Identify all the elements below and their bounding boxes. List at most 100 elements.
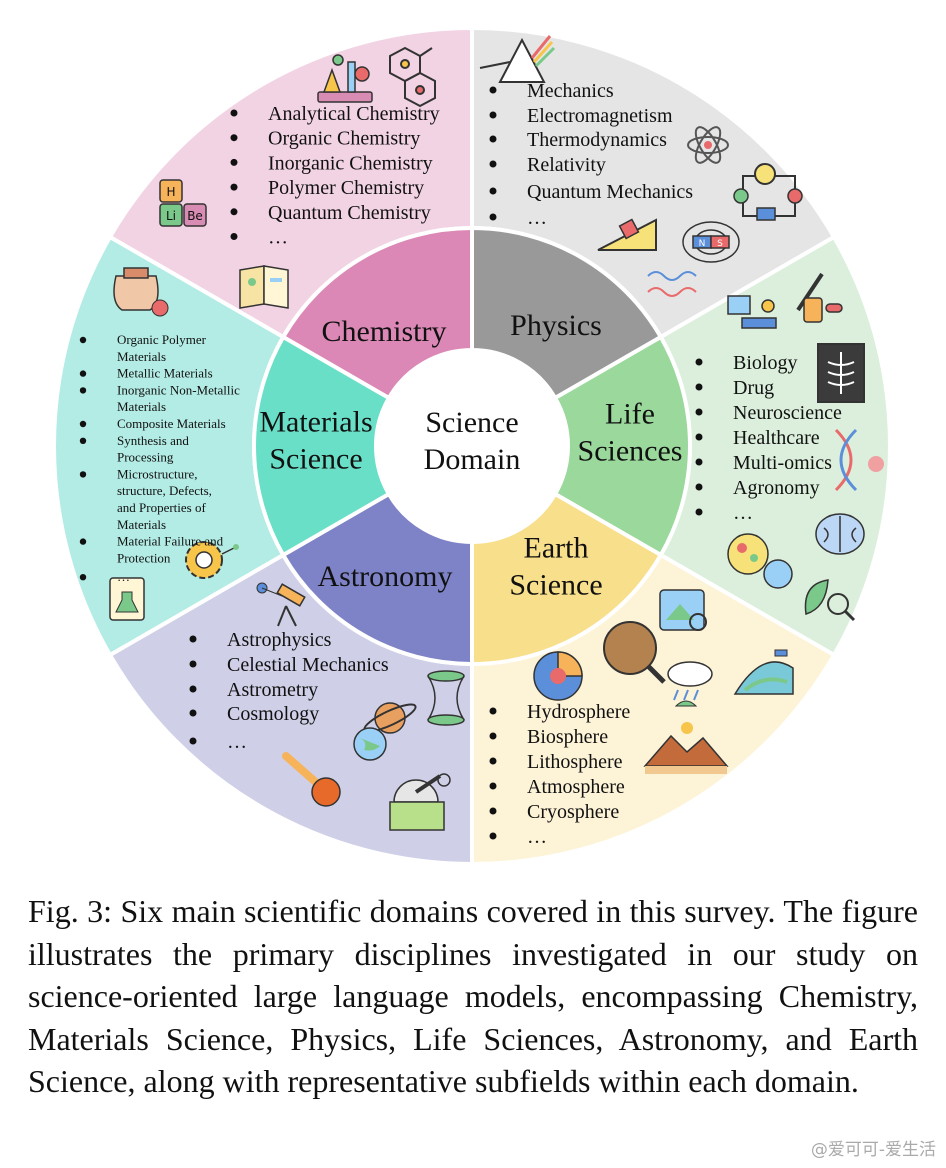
physics-item: Electromagnetism bbox=[527, 105, 673, 127]
life-sciences-label: Sciences bbox=[578, 435, 683, 468]
life-sciences-item: Drug bbox=[733, 377, 774, 399]
tile-h: H bbox=[166, 185, 175, 199]
chemistry-item: Quantum Chemistry bbox=[268, 202, 431, 224]
physics-bullet bbox=[489, 86, 497, 94]
earth-science-item: Biosphere bbox=[527, 726, 608, 748]
center-label-line1: Science bbox=[425, 406, 518, 439]
lab-equipment-icon bbox=[317, 54, 373, 103]
weather-cloud-icon bbox=[667, 661, 713, 707]
earth-science-item: Hydrosphere bbox=[527, 701, 630, 723]
chemistry-item: Polymer Chemistry bbox=[268, 177, 424, 199]
center-disc bbox=[376, 350, 568, 542]
wormhole-icon bbox=[427, 670, 465, 726]
life-sciences-item: Neuroscience bbox=[733, 402, 842, 424]
earth-science-item: Atmosphere bbox=[527, 776, 625, 798]
soil-magnifier-icon bbox=[603, 621, 666, 684]
prism-icon bbox=[479, 35, 556, 83]
materials-science-item: … bbox=[117, 569, 130, 584]
chemistry-bullet bbox=[230, 183, 238, 191]
physics-bullet bbox=[489, 187, 497, 195]
astronomy-item: Astrometry bbox=[227, 679, 318, 701]
materials-science-bullet bbox=[79, 420, 87, 428]
magnet-pole-n: N bbox=[699, 239, 706, 249]
chemistry-item: Inorganic Chemistry bbox=[268, 152, 433, 174]
earth-science-item: … bbox=[527, 826, 547, 848]
document-flask-icon bbox=[109, 577, 145, 621]
chemistry-bullet bbox=[230, 158, 238, 166]
physics-item: … bbox=[527, 207, 547, 229]
life-sciences-item: Biology bbox=[733, 352, 797, 374]
materials-science-bullet bbox=[79, 370, 87, 377]
earth-science-bullet bbox=[489, 782, 497, 790]
astronomy-item: … bbox=[227, 731, 247, 753]
chemistry-bullet bbox=[230, 109, 238, 117]
astronomy-bullet bbox=[189, 685, 197, 693]
science-domain-diagram: H Li Be bbox=[53, 28, 891, 864]
chemistry-item: … bbox=[268, 227, 288, 249]
chemistry-bullet bbox=[230, 134, 238, 142]
planet-icon bbox=[353, 727, 387, 761]
astronomy-item: Cosmology bbox=[227, 703, 319, 725]
life-sciences-item: … bbox=[733, 502, 753, 524]
life-sciences-item: Agronomy bbox=[733, 477, 820, 499]
physics-bullet bbox=[489, 135, 497, 143]
telescope-constellation-icon bbox=[256, 582, 306, 627]
physics-bullet bbox=[489, 160, 497, 168]
comet-icon bbox=[282, 752, 341, 807]
physics-item: Mechanics bbox=[527, 80, 614, 102]
watermark: @爱可可-爱生活 bbox=[810, 1140, 936, 1160]
wave-icon bbox=[647, 271, 697, 297]
astronomy-bullet bbox=[189, 660, 197, 668]
material-sack-icon bbox=[113, 267, 169, 317]
astronomy-item: Astrophysics bbox=[227, 629, 332, 651]
xray-icon bbox=[817, 343, 865, 403]
life-sciences-bullet bbox=[695, 408, 703, 416]
center-label-line2: Domain bbox=[424, 443, 521, 476]
periodic-elements-icon: H Li Be bbox=[159, 179, 207, 227]
earth-science-bullet bbox=[489, 732, 497, 740]
earth-science-bullet bbox=[489, 757, 497, 765]
observatory-icon bbox=[389, 773, 451, 831]
chemistry-item: Analytical Chemistry bbox=[268, 103, 440, 125]
materials-science-item: Metallic Materials bbox=[117, 366, 213, 381]
materials-science-item: Composite Materials bbox=[117, 416, 226, 431]
molecule-structure-icon bbox=[389, 46, 436, 108]
magnet-field-icon: N S bbox=[682, 221, 740, 263]
materials-science-label: Materials bbox=[259, 406, 372, 439]
astronomy-bullet bbox=[189, 709, 197, 717]
life-sciences-bullet bbox=[695, 358, 703, 366]
materials-science-bullet bbox=[79, 437, 87, 444]
domain-icons: H Li Be bbox=[109, 35, 884, 831]
life-sciences-bullet bbox=[695, 483, 703, 491]
chemistry-bullet bbox=[230, 233, 238, 240]
satellite-earth-icon bbox=[733, 649, 794, 695]
plant-dna-icon bbox=[804, 579, 856, 622]
materials-science-label: Science bbox=[269, 443, 362, 476]
physics-bullet bbox=[489, 213, 497, 221]
life-sciences-bullet bbox=[695, 458, 703, 466]
physics-item: Quantum Mechanics bbox=[527, 181, 693, 203]
cells-icon bbox=[727, 533, 793, 589]
atom-icon bbox=[687, 126, 729, 164]
physics-item: Relativity bbox=[527, 154, 606, 176]
life-sciences-item: Multi-omics bbox=[733, 452, 832, 474]
earth-science-bullet bbox=[489, 807, 497, 815]
open-book-icon bbox=[239, 265, 289, 309]
brain-icon bbox=[815, 513, 865, 555]
materials-science-bullet bbox=[79, 538, 87, 545]
chemistry-item: Organic Chemistry bbox=[268, 128, 420, 150]
earth-science-item: Lithosphere bbox=[527, 751, 623, 773]
map-search-icon bbox=[659, 589, 707, 631]
physics-bullet bbox=[489, 111, 497, 119]
earth-science-label: Science bbox=[509, 569, 602, 602]
materials-science-item: Microstructure,structure, Defects,and Pr… bbox=[117, 466, 212, 531]
life-sciences-label: Life bbox=[605, 398, 655, 431]
materials-science-bullet bbox=[79, 574, 87, 581]
gear-network-icon bbox=[185, 541, 239, 579]
